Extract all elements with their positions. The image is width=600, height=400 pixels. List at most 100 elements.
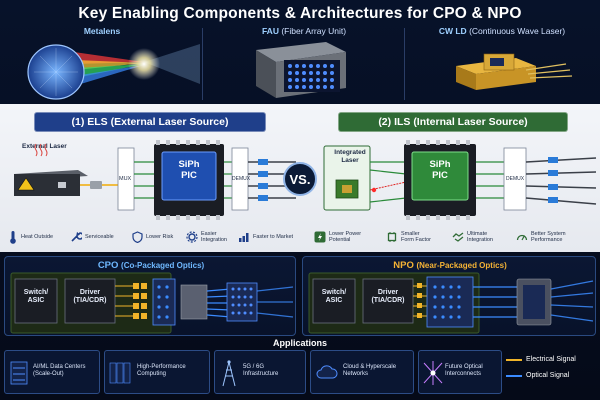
ils-feature-performance: Better System Performance [516,226,594,248]
mux-block [117,147,135,211]
siph-pic-chip [161,151,217,201]
mux-label: MUX [119,176,132,182]
ils-demux-block [503,147,527,211]
ils-feature-form: Smaller Form Factor [386,226,448,248]
legend: Electrical Signal Optical Signal [506,352,598,392]
cpo-diagram [10,272,294,334]
npo-driver-chip [362,278,414,324]
els-feature-market: Faster to Market [238,226,296,248]
npo-switch-asic-chip [312,278,356,324]
shield-icon [132,231,143,243]
chip-icon [387,232,397,242]
els-feature-label: Serviceable [85,233,114,240]
electrical-pads [133,283,147,319]
gauge-icon [516,234,528,241]
bar-chart-icon [239,233,249,242]
npo-optical-module [426,276,474,328]
handshake-icon [452,232,464,242]
app-hpc: High-Performance Computing [104,350,210,394]
metalens-label: Metalens [83,26,121,36]
npo-optical-fibers [473,286,519,318]
app-ai-ml: AI/ML Data Centers (Scale-Out) [4,350,100,394]
metalens-illustration [27,44,200,100]
els-feature-label: Heat Outside [21,233,54,240]
app-label: High-Performance Computing [137,364,186,378]
legend-electrical-label: Electrical Signal [526,356,576,363]
ils-demux-label: DEMUX [506,176,525,182]
gear-icon [186,231,198,243]
electrical-swatch [506,358,522,361]
page-title: Key Enabling Components & Architectures … [78,5,522,22]
integrated-laser-box [323,145,371,211]
supercomputer-icon [109,362,131,384]
wrench-icon [71,231,82,242]
ils-feature-label: Ultimate Integration [467,230,493,243]
optical-burst-icon [423,361,443,385]
ils-pic-to-demux-lines [476,161,504,199]
ils-feature-label: Lower Power Potential [329,230,362,243]
npo-switch-label: Switch/ ASIC [321,289,347,305]
cwld-label: CW LD [438,26,467,36]
demux-label: DEMUX [232,176,251,182]
els-chip-label: SiPh PIC [178,159,200,181]
cwld-panel: CW LD (Continuous Wave Laser) [406,26,598,102]
pic-to-demux-lines [224,161,232,199]
cpo-title-full: (Co-Packaged Optics) [121,261,205,270]
external-laser-box [14,170,88,196]
divider [202,28,203,100]
heat-icon [34,143,48,157]
app-cloud: Cloud & Hyperscale Networks [310,350,414,394]
optical-swatch [506,374,522,377]
applications-title: Applications [272,338,327,348]
cwld-illustration [456,53,573,90]
legend-electrical: Electrical Signal [506,356,576,363]
ils-diagram [323,140,597,220]
npo-panel: NPO (Near-Packaged Optics) Switch/ ASIC [302,256,596,336]
demux-block [231,147,249,211]
ils-feature-integration: Ultimate Integration [452,226,514,248]
els-header: (1) ELS (External Laser Source) [34,112,266,132]
cloud-icon [316,365,338,379]
cpo-title-abbr: CPO [97,260,119,271]
cell-tower-icon [222,360,236,387]
laser-to-pic-lines [369,161,407,203]
app-future: Future Optical Interconnects [418,350,502,394]
fau-illustration [256,42,346,98]
els-feature-heat: Heat Outside [8,226,66,248]
ils-siph-pic-chip [411,151,469,201]
ils-feature-label: Better System Performance [531,230,566,243]
divider [404,28,405,100]
fau-label: FAU [261,26,279,36]
ils-output-fibers [525,157,597,205]
focal-flare [128,48,160,80]
thermometer-icon [10,231,16,244]
ils-feature-label: Smaller Form Factor [401,230,431,243]
npo-diagram [308,272,594,334]
cpo-switch-label: Switch/ ASIC [23,289,49,305]
fau-panel: FAU (Fiber Array Unit) [206,26,402,102]
server-rack-icon [10,361,28,385]
npo-title-abbr: NPO [393,260,414,271]
electrical-traces [115,285,133,317]
fiber-array [284,60,340,92]
npo-title-full: (Near-Packaged Optics) [416,261,507,270]
fau-detail: (Fiber Array Unit) [281,26,347,36]
light-rays [74,44,200,86]
els-feature-label: Faster to Market [253,233,294,240]
fiber-connector [180,284,208,320]
power-icon [314,231,326,243]
ils-chip-label: SiPh PIC [429,159,451,181]
ils-header: (2) ILS (Internal Laser Source) [338,112,568,132]
app-label: Cloud & Hyperscale Networks [343,364,397,378]
laser-pins [525,63,573,79]
els-features: Heat Outside Serviceable Lower Risk Easi… [8,226,294,248]
els-diagram [14,140,296,220]
legend-optical: Optical Signal [506,372,569,379]
els-feature-risk: Lower Risk [132,226,182,248]
els-feature-integration: Easier Integration [186,226,236,248]
external-laser-label: External Laser [22,143,67,150]
els-feature-label: Easier Integration [201,230,227,243]
app-label: AI/ML Data Centers (Scale-Out) [33,364,86,378]
mux-to-pic-lines [134,161,156,199]
